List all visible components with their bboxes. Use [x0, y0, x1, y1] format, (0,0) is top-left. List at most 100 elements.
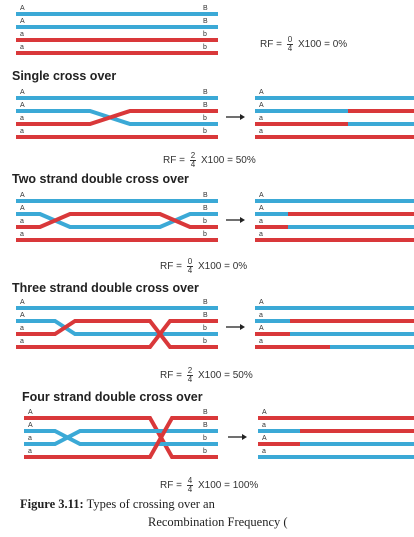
rf-denominator: 4 — [187, 266, 193, 275]
label-right-4: b — [203, 44, 207, 51]
label-right-4: b — [203, 128, 207, 135]
label-right-2: B — [203, 102, 208, 109]
figure-number: Figure 3.11: — [20, 497, 84, 511]
label-left-3: a — [28, 435, 32, 442]
result-label-2: A — [259, 205, 264, 212]
result-label-1: A — [259, 192, 264, 199]
result-label-4: a — [259, 231, 263, 238]
rf-suffix: X100 = 50% — [200, 155, 256, 167]
rf-numerator: 2 — [186, 366, 194, 376]
diagram-four-strand-double: A A a a B B b b A a A a — [24, 409, 414, 459]
chromatid-3-crossing — [24, 429, 218, 446]
label-right-1: B — [203, 5, 208, 12]
label-right-1: B — [203, 299, 208, 306]
figure-caption: Figure 3.11: Types of crossing over an R… — [20, 497, 288, 529]
diagram-no-crossover: A A a a B B b b — [16, 5, 218, 55]
label-left-2: A — [20, 205, 25, 212]
label-left-4: a — [20, 128, 24, 135]
result-label-1: A — [259, 89, 264, 96]
label-right-3: b — [203, 325, 207, 332]
label-left-2: A — [28, 422, 33, 429]
label-left-1: A — [28, 409, 33, 416]
label-right-4: b — [203, 338, 207, 345]
label-left-4: a — [28, 448, 32, 455]
result-label-3: a — [259, 115, 263, 122]
label-left-1: A — [20, 299, 25, 306]
label-right-2: B — [203, 312, 208, 319]
label-right-1: B — [203, 89, 208, 96]
label-right-4: b — [203, 448, 207, 455]
chromatid-3-crossing — [16, 109, 218, 126]
arrow-icon — [226, 217, 245, 223]
rf-denominator: 4 — [187, 485, 193, 494]
label-right-3: b — [203, 115, 207, 122]
rf-suffix: X100 = 50% — [197, 370, 253, 382]
label-left-4: a — [20, 231, 24, 238]
rf-prefix: RF = — [160, 370, 182, 382]
label-left-1: A — [20, 192, 25, 199]
label-right-2: B — [203, 205, 208, 212]
label-right-2: B — [203, 18, 208, 25]
result-label-1: A — [259, 299, 264, 306]
result-label-2: a — [259, 312, 263, 319]
result-label-2: A — [259, 102, 264, 109]
rf-denominator: 4 — [287, 44, 293, 53]
diagram-two-strand-double: A A a a B B b b A A a a — [16, 192, 414, 242]
caption-line-1: Types of crossing over an — [86, 497, 215, 511]
rf-suffix: X100 = 0% — [297, 39, 348, 51]
rf-denominator: 4 — [187, 375, 193, 384]
caption-line-2: Recombination Frequency ( — [148, 515, 288, 529]
label-left-3: a — [20, 218, 24, 225]
rf-numerator: 0 — [286, 35, 294, 45]
label-left-3: a — [20, 115, 24, 122]
label-left-1: A — [20, 5, 25, 12]
label-right-2: B — [203, 422, 208, 429]
rf-prefix: RF = — [163, 155, 185, 167]
label-left-4: a — [20, 44, 24, 51]
diagram-three-strand-double: A A a a B B b b A a A a — [16, 299, 414, 349]
result-label-3: A — [262, 435, 267, 442]
rf-numerator: 0 — [186, 257, 194, 267]
chromatid-2-crossing — [16, 212, 218, 229]
arrow-icon — [226, 114, 245, 120]
label-left-3: a — [20, 31, 24, 38]
rf-suffix: X100 = 100% — [197, 480, 259, 492]
chromatid-4-crossing — [24, 416, 218, 459]
heading-single-crossover: Single cross over — [12, 69, 117, 83]
result-label-2: a — [262, 422, 266, 429]
diagram-single-crossover: A A a a B B b b A A a a — [16, 89, 414, 139]
label-right-1: B — [203, 409, 208, 416]
label-left-3: a — [20, 325, 24, 332]
label-left-2: A — [20, 312, 25, 319]
rf-denominator: 4 — [190, 160, 196, 169]
label-left-1: A — [20, 89, 25, 96]
chromatid-lines — [16, 12, 218, 55]
result-label-1: A — [262, 409, 267, 416]
result-label-3: a — [259, 218, 263, 225]
rf-numerator: 2 — [189, 151, 197, 161]
label-left-2: A — [20, 102, 25, 109]
heading-two-strand-double: Two strand double cross over — [12, 172, 189, 186]
label-right-1: B — [203, 192, 208, 199]
rf-prefix: RF = — [260, 39, 282, 51]
chromatid-3-crossing — [16, 319, 218, 349]
label-right-4: b — [203, 231, 207, 238]
rf-prefix: RF = — [160, 480, 182, 492]
result-label-4: a — [259, 128, 263, 135]
label-right-3: b — [203, 218, 207, 225]
arrow-icon — [228, 434, 247, 440]
label-left-4: a — [20, 338, 24, 345]
chromatid-3-crossing — [16, 212, 218, 229]
label-left-2: A — [20, 18, 25, 25]
chromatid-1-crossing — [24, 416, 218, 459]
